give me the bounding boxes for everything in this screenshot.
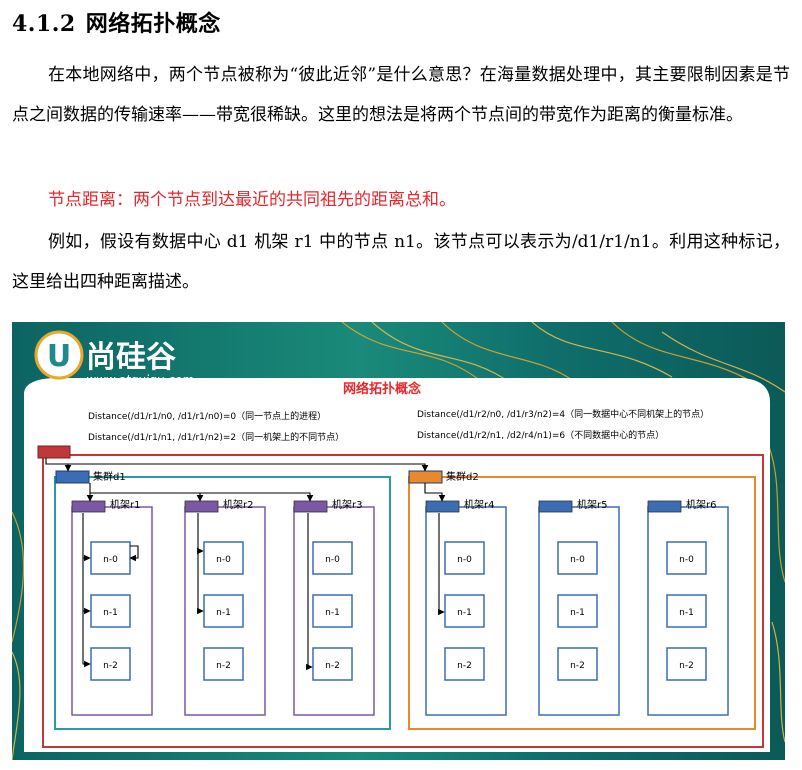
rack-label-3: 机架r3: [332, 498, 362, 511]
node-label: n-0: [679, 555, 694, 565]
cluster-frame-1: [54, 476, 391, 730]
arrow-r1-n0-self: [129, 545, 139, 562]
arrow-r4-n1: [438, 513, 445, 616]
section-title: 网络拓扑概念: [85, 11, 221, 37]
distance-line-3: Distance(/d1/r2/n1, /d2/r4/n1)=6（不同数据中心的…: [417, 429, 664, 441]
rack-frame-4: [425, 506, 507, 716]
node-box: [666, 541, 707, 575]
figure-title: 网络拓扑概念: [343, 381, 421, 397]
node-label: n-2: [457, 661, 472, 671]
logo-circle: [34, 330, 84, 380]
node-label: n-0: [103, 555, 118, 565]
section-number: 4.1.2: [12, 11, 76, 37]
cluster-label-2: 集群d2: [446, 470, 479, 483]
node-box: [312, 647, 353, 681]
paragraph-example: 例如，假设有数据中心 d1 机架 r1 中的节点 n1。该节点可以表示为/d1/…: [12, 232, 790, 292]
node-box: [557, 647, 598, 681]
root-tag: [37, 445, 71, 459]
rack-tag-4: [425, 500, 460, 513]
logo-letter: U: [47, 339, 71, 374]
logo-brand: 尚硅谷: [86, 340, 176, 375]
cluster-tag-2: [408, 470, 443, 484]
section-heading: 4.1.2 网络拓扑概念: [12, 6, 221, 38]
node-label: n-2: [570, 661, 585, 671]
node-box: [90, 647, 131, 681]
rack-frame-3: [293, 506, 375, 716]
logo-url: www.atguigu.com: [86, 373, 194, 387]
rack-tag-5: [538, 500, 573, 513]
cluster-tag-1: [55, 470, 90, 484]
brand-logo: U 尚硅谷 www.atguigu.com: [34, 330, 194, 387]
node-label: n-2: [679, 661, 694, 671]
rack-tag-1: [71, 500, 106, 513]
distance-line-1: Distance(/d1/r1/n1, /d1/r1/n2)=2（同一机架上的不…: [88, 431, 344, 443]
node-label: n-2: [216, 661, 231, 671]
node-box: [666, 594, 707, 628]
node-label: n-1: [570, 608, 585, 618]
arrow-root-d2: [68, 463, 429, 472]
node-label: n-2: [103, 661, 118, 671]
distance-line-2: Distance(/d1/r2/n0, /d1/r3/n2)=4（同一数据中心不…: [417, 408, 709, 420]
node-label: n-1: [679, 608, 694, 618]
paragraph-intro: 在本地网络中，两个节点被称为“彼此近邻”是什么意思？在海量数据处理中，其主要限制…: [12, 65, 790, 125]
arrow-r3-n2: [306, 513, 313, 671]
rack-label-2: 机架r2: [223, 498, 253, 511]
node-box: [444, 647, 485, 681]
rack-tag-3: [293, 500, 328, 513]
cluster-label-1: 集群d1: [93, 470, 126, 483]
node-label: n-2: [325, 661, 340, 671]
rack-tag-6: [647, 500, 682, 513]
rack-label-6: 机架r6: [686, 498, 716, 511]
cluster-frame-2: [408, 476, 756, 730]
arrow-d2-r4: [424, 483, 446, 502]
topology-diagram: 集群d1 机架r1 n-0 n-1 n-2 机架r2 n-0 n-1 n-2 机架r3 n-0 n-1…: [45, 458, 756, 730]
rack-frame-1: [71, 506, 153, 716]
rack-label-5: 机架r5: [577, 498, 607, 511]
node-label: n-1: [457, 608, 472, 618]
distance-line-0: Distance(/d1/r1/n0, /d1/r1/n0)=0（同一节点上的进…: [88, 410, 326, 422]
node-box: [557, 541, 598, 575]
node-box: [312, 594, 353, 628]
rack-label-1: 机架r1: [110, 498, 140, 511]
node-box: [203, 647, 244, 681]
paragraph-definition: 节点距离：两个节点到达最近的共同祖先的距离总和。: [48, 190, 456, 210]
node-label: n-0: [457, 555, 472, 565]
node-box: [90, 594, 131, 628]
rack-frame-6: [647, 506, 729, 716]
node-label: n-0: [216, 555, 231, 565]
node-label: n-1: [325, 608, 340, 618]
node-box: [312, 541, 353, 575]
rack-frame-2: [184, 506, 266, 716]
node-label: n-0: [570, 555, 585, 565]
node-box: [203, 594, 244, 628]
node-label: n-1: [103, 608, 118, 618]
node-box: [557, 594, 598, 628]
arrow-r2-n0-n1: [197, 551, 204, 615]
node-box: [90, 541, 131, 575]
node-box: [203, 541, 244, 575]
network-topology-figure: U 尚硅谷 www.atguigu.com 网络拓扑概念 Distance(/d…: [12, 322, 785, 760]
arrow-r1-n2: [82, 611, 91, 668]
node-box: [444, 541, 485, 575]
rack-label-4: 机架r4: [464, 498, 494, 511]
decorative-swirls: [12, 322, 785, 760]
rack-frame-5: [538, 506, 620, 716]
node-label: n-0: [325, 555, 340, 565]
node-box: [444, 594, 485, 628]
node-label: n-1: [216, 608, 231, 618]
root-frame: [42, 454, 764, 748]
node-box: [666, 647, 707, 681]
arrow-root-d1: [45, 458, 72, 472]
rack-tag-2: [184, 500, 219, 513]
arrow-d1-r3: [200, 492, 314, 502]
